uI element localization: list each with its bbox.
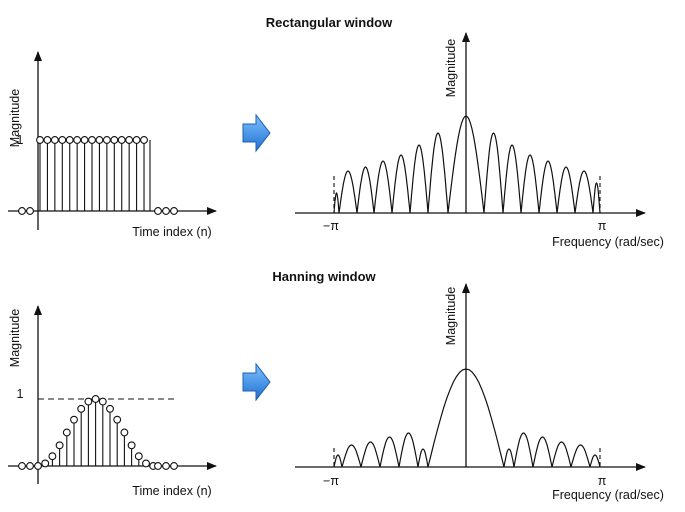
hann-zero-sample [170, 462, 178, 470]
rect-sample [117, 136, 126, 144]
rect-freq-ylabel: Magnitude [444, 39, 458, 97]
rect-sample [80, 136, 89, 144]
hann-freq-pi: π [598, 474, 607, 488]
rect-time-plot: Magnitude Time index (n) 1 [8, 51, 217, 239]
hann-zero-sample [26, 462, 34, 470]
hann-freq-minus-pi: −π [323, 474, 339, 488]
rect-zero-sample [162, 207, 170, 215]
hann-sample [106, 404, 114, 413]
hann-zero-sample [154, 462, 162, 470]
rect-sample [43, 136, 52, 144]
rect-sample [132, 136, 141, 144]
rect-sample [140, 136, 148, 144]
rectangular-window-title: Rectangular window [266, 15, 393, 30]
rect-sample [110, 136, 119, 144]
rect-sample [95, 136, 104, 144]
rect-time-xlabel: Time index (n) [132, 225, 211, 239]
rect-time-stems [18, 136, 178, 215]
rect-freq-pi: π [598, 219, 607, 233]
rect-sample [125, 136, 134, 144]
hann-time-ylabel: Magnitude [8, 309, 22, 367]
rect-freq-response-curve [333, 115, 601, 214]
hann-sample [48, 452, 57, 461]
hann-time-one-label: 1 [17, 387, 24, 401]
rect-sample [88, 136, 96, 144]
hann-zero-sample [18, 462, 26, 470]
hann-zero-sample [162, 462, 170, 470]
right-arrow-icon [242, 113, 271, 153]
hann-sample [113, 415, 122, 424]
rect-sample [73, 136, 82, 144]
hann-sample [34, 462, 42, 470]
hann-sample [62, 428, 71, 437]
hann-freq-plot: Magnitude Frequency (rad/sec) −π π [295, 283, 664, 502]
hann-sample [41, 459, 50, 468]
hann-sample [55, 441, 64, 450]
hann-time-plot: Magnitude Time index (n) 1 [8, 305, 217, 498]
rect-zero-sample [26, 207, 34, 215]
rect-sample [102, 136, 111, 144]
right-arrow-icon [242, 362, 271, 402]
rect-freq-plot: Magnitude Frequency (rad/sec) −π π [295, 32, 664, 249]
hann-sample [127, 441, 136, 450]
rect-freq-minus-pi: −π [323, 219, 339, 233]
rect-sample [36, 136, 44, 144]
hann-freq-ylabel: Magnitude [444, 287, 458, 345]
hann-sample [70, 415, 78, 424]
hann-sample [91, 395, 100, 403]
rect-zero-sample [170, 207, 178, 215]
hann-time-stems [18, 395, 178, 470]
hann-freq-xlabel: Frequency (rad/sec) [552, 488, 664, 502]
hann-freq-response-curve [333, 368, 601, 468]
hann-sample [77, 404, 86, 413]
rect-sample [65, 136, 74, 144]
hann-sample [142, 459, 150, 468]
hann-sample [134, 452, 143, 461]
rect-time-ylabel: Magnitude [8, 89, 22, 147]
rect-sample [50, 136, 59, 144]
hann-sample [120, 428, 129, 437]
hann-sample [98, 397, 107, 406]
rect-freq-xlabel: Frequency (rad/sec) [552, 235, 664, 249]
rect-time-one-label: 1 [17, 133, 24, 147]
hann-time-xlabel: Time index (n) [132, 484, 211, 498]
hann-sample [84, 397, 93, 406]
hanning-window-title: Hanning window [272, 269, 376, 284]
rect-zero-sample [154, 207, 162, 215]
rect-sample [58, 136, 67, 144]
rect-zero-sample [18, 207, 26, 215]
